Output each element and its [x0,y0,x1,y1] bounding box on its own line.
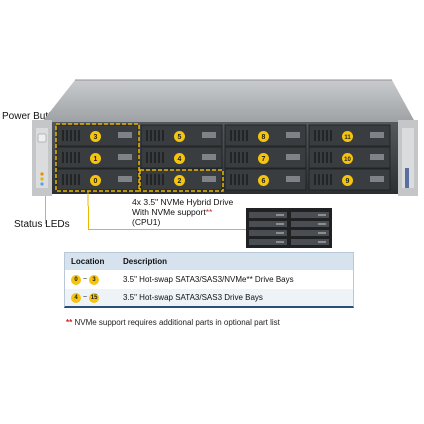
bay-number-badge [174,131,185,142]
bay-number-label: 9 [346,178,350,185]
table-header-location: Location [65,253,117,271]
bay-number-badge [342,131,353,142]
bay-badge-from: 4 [71,292,81,303]
drive-bay: 7 [224,146,307,169]
bay-badge-to: 15 [89,292,100,303]
bay-number-badge [342,153,353,164]
nvme-note-mark: ** [205,207,213,217]
bay-number-badge [258,175,269,186]
nvme-note-line2-wrap: With NVMe support** [132,207,252,217]
bay-number-badge [258,153,269,164]
bay-number-label: 8 [262,134,266,141]
bay-number-badge [90,175,101,186]
range-tilde: ~ [83,294,88,301]
drive-bay: 11 [308,124,391,147]
drive-bay: 9 [308,168,391,191]
bay-number-label: 10 [344,157,351,163]
location-cell: 0~3 [65,270,117,289]
status-led-icon [40,172,44,176]
footnote-text: NVMe support requires additional parts i… [72,318,280,327]
description-cell: 3.5" Hot-swap SATA3/SAS3 Drive Bays [117,288,353,306]
footnote-mark: ** [66,318,73,327]
description-cell: 3.5" Hot-swap SATA3/SAS3/NVMe** Drive Ba… [117,270,353,289]
status-leds-line [45,180,46,224]
drive-bay: 10 [308,146,391,169]
table-row: 0~3 3.5" Hot-swap SATA3/SAS3/NVMe** Driv… [65,270,353,289]
drive-bay: 4 [140,146,223,169]
nvme-leader-vertical [88,206,89,230]
drive-bay: 0 [56,168,139,191]
bay-number-label: 11 [344,135,351,141]
bay-number-label: 0 [94,178,98,185]
bay-number-badge [174,175,185,186]
drive-bay: 3 [56,124,139,147]
nvme-note-line1: 4x 3.5" NVMe Hybrid Drive [132,197,234,207]
location-cell: 4~15 [65,288,117,306]
bay-number-badge [90,131,101,142]
table-row: 4~15 3.5" Hot-swap SATA3/SAS3 Drive Bays [65,288,353,306]
drive-bay: 6 [224,168,307,191]
bay-badge-from: 0 [71,274,81,285]
bay-number-label: 7 [262,156,266,163]
drive-bay: 5 [140,124,223,147]
power-button-label: Power Button [2,111,63,122]
nvme-note-line3: (CPU1) [132,217,161,227]
bay-number-label: 2 [178,178,182,185]
drive-bay: 8 [224,124,307,147]
nvme-note: 4x 3.5" NVMe Hybrid Drive With NVMe supp… [132,197,252,227]
bay-location-table: Location Description 0~3 3.5" Hot-swap S… [64,252,354,308]
bay-number-badge [258,131,269,142]
bay-number-badge [90,153,101,164]
bay-number-label: 4 [178,156,182,163]
power-button-icon [37,133,47,143]
bay-number-label: 5 [178,134,182,141]
footnote: ** NVMe support requires additional part… [66,318,280,327]
range-tilde: ~ [83,276,88,283]
status-leds-label: Status LEDs [14,219,70,230]
bay-number-label: 6 [262,178,266,185]
drive-bay: 2 [140,168,223,191]
nvme-note-line2: With NVMe support [132,207,206,217]
bay-number-label: 1 [94,156,98,163]
chassis-top-cover [42,80,415,122]
nvme-bay-outline [55,123,224,192]
bay-number-label: 3 [94,134,98,141]
bay-badge-to: 3 [89,274,100,285]
nvme-leader-horizontal [88,229,248,230]
nvme-drive-cage-image [246,208,332,248]
table-header-description: Description [117,253,353,271]
bay-number-badge [174,153,185,164]
drive-bay: 1 [56,146,139,169]
bay-number-badge [342,175,353,186]
